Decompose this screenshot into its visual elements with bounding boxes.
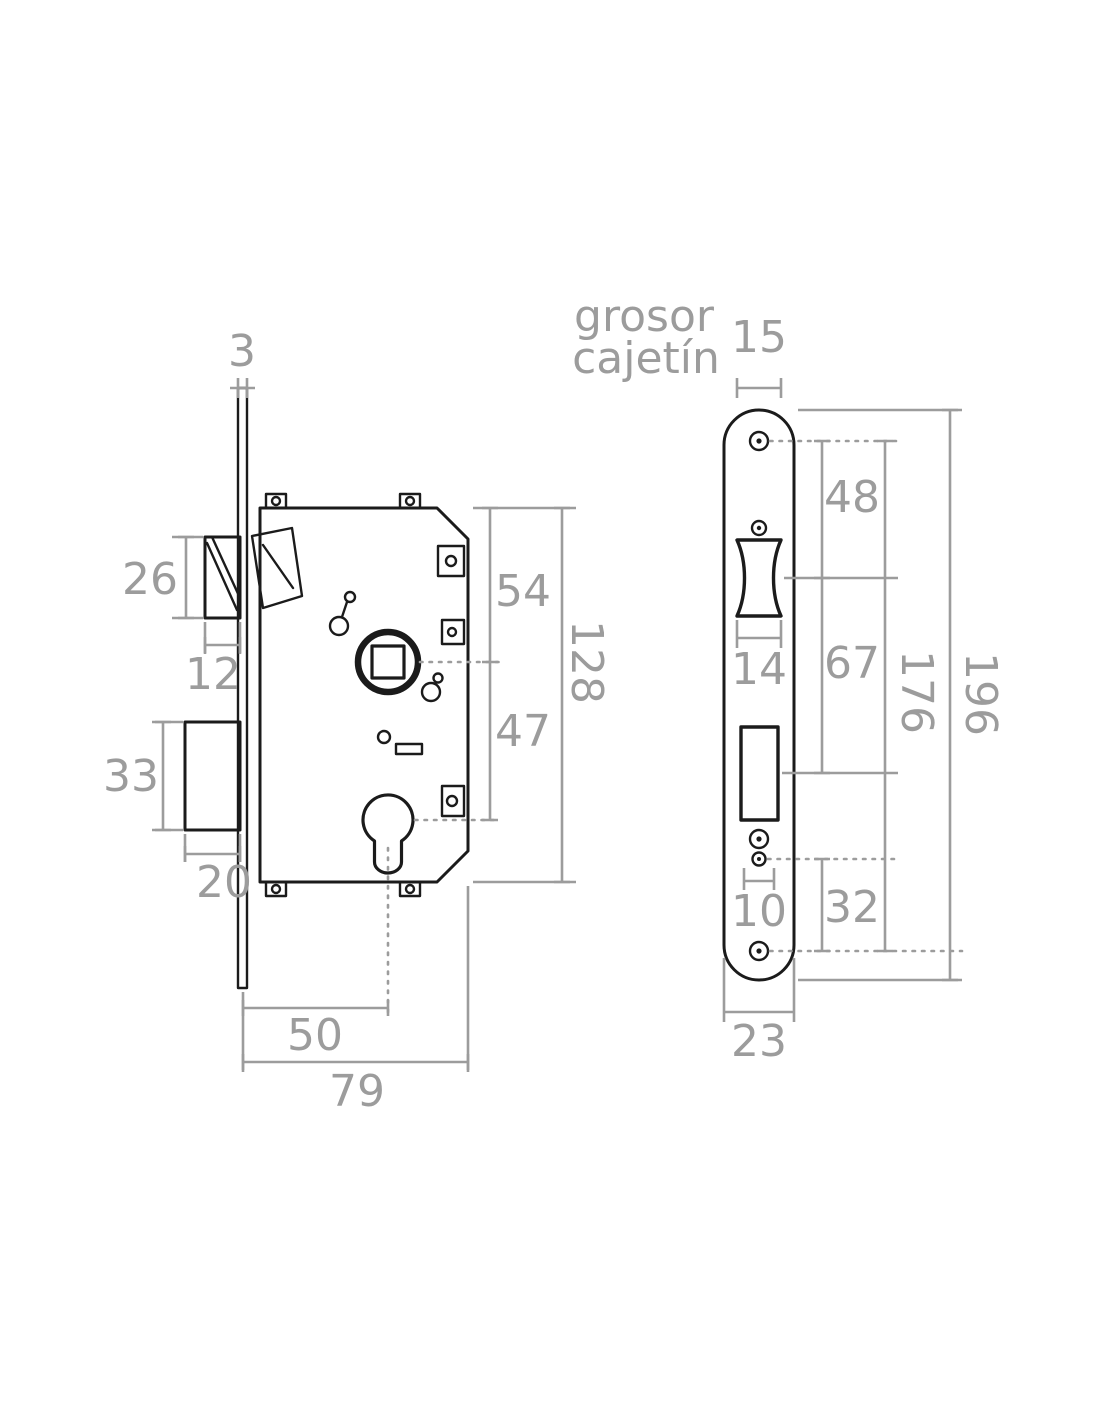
lock-case-outline bbox=[258, 506, 470, 884]
side-view: 3 bbox=[103, 326, 612, 1117]
dim-faceplate-thickness-marks bbox=[230, 378, 255, 398]
dim-label-case-height: 128 bbox=[561, 620, 612, 704]
screw-hole-center bbox=[757, 857, 761, 861]
tab-hole bbox=[404, 495, 416, 507]
deadbolt-opening bbox=[739, 725, 780, 822]
dim-label-case-thickness: 15 bbox=[731, 312, 787, 363]
spring-pin bbox=[343, 590, 357, 604]
case-tab bbox=[398, 492, 422, 510]
dim-33-line bbox=[155, 720, 171, 832]
faceplate-front bbox=[722, 408, 796, 982]
screw-hole-small bbox=[750, 519, 768, 537]
screw-hole-top bbox=[748, 430, 770, 452]
annotation-grosor: grosor bbox=[574, 291, 715, 342]
dim-label-deadbolt-projection: 20 bbox=[196, 857, 252, 908]
spindle-square-hole bbox=[370, 644, 406, 680]
dim-54-47-line bbox=[482, 506, 498, 822]
annotation-cajetin: cajetín bbox=[572, 333, 720, 384]
dim-15-line bbox=[735, 378, 783, 398]
dim-label-backset: 50 bbox=[287, 1010, 343, 1061]
latch-opening bbox=[735, 538, 783, 618]
screw-hole-center bbox=[756, 836, 762, 842]
dim-bottom-extensions bbox=[241, 886, 470, 1072]
screw-hole-center bbox=[756, 525, 762, 531]
screw-hole-lower-small bbox=[751, 851, 767, 867]
dim-23-line bbox=[722, 958, 796, 1022]
dim-176-line bbox=[877, 439, 893, 953]
mechanism-pin bbox=[432, 672, 444, 684]
dim-label-follower-to-cylinder: 47 bbox=[495, 706, 551, 757]
dim-10-line bbox=[742, 868, 776, 890]
case-tab bbox=[398, 880, 422, 898]
boss-hole bbox=[444, 554, 458, 568]
latch-bevel-lines bbox=[205, 535, 242, 612]
mechanism-plate bbox=[394, 742, 424, 756]
dim-label-faceplate-width: 23 bbox=[731, 1016, 787, 1067]
dim-label-faceplate-length: 196 bbox=[955, 652, 1006, 736]
screw-hole-bottom bbox=[748, 940, 770, 962]
dim-14-line bbox=[735, 620, 783, 648]
dim-label-case-depth: 79 bbox=[329, 1066, 385, 1117]
case-tab bbox=[264, 492, 288, 510]
spring-pin bbox=[328, 615, 350, 637]
euro-cylinder-profile bbox=[361, 793, 415, 875]
dim-label-faceplate-thickness: 3 bbox=[228, 326, 256, 377]
screw-hole-center bbox=[756, 948, 762, 954]
boss-hole bbox=[445, 794, 459, 808]
dim-label-latch-to-deadbolt: 67 bbox=[824, 638, 880, 689]
tab-hole bbox=[270, 883, 282, 895]
latch-bolt bbox=[203, 535, 242, 620]
dim-label-lower-holes-width: 10 bbox=[731, 886, 787, 937]
case-boss bbox=[440, 784, 466, 818]
dim-label-top-to-follower: 54 bbox=[495, 566, 551, 617]
tab-hole bbox=[404, 883, 416, 895]
boss-hole bbox=[446, 626, 458, 638]
dim-label-deadbolt-height: 33 bbox=[103, 751, 159, 802]
dim-label-lower-to-screw: 32 bbox=[824, 882, 880, 933]
mechanism-pin bbox=[420, 681, 442, 703]
case-boss bbox=[436, 544, 466, 578]
tab-hole bbox=[270, 495, 282, 507]
dim-label-screw-spacing: 176 bbox=[891, 650, 942, 734]
mechanism-pin bbox=[376, 729, 392, 745]
case-boss bbox=[440, 618, 466, 646]
screw-hole-center bbox=[756, 438, 762, 444]
deadbolt bbox=[183, 720, 242, 832]
dim-label-latch-projection: 12 bbox=[185, 649, 241, 700]
dim-196-extensions bbox=[798, 408, 962, 982]
dim-128-line bbox=[554, 506, 570, 884]
dim-67-line bbox=[814, 578, 830, 775]
spring-link bbox=[340, 600, 349, 619]
dim-20-line bbox=[183, 846, 242, 862]
dim-label-latch-height: 26 bbox=[122, 554, 178, 605]
dim-right-extensions bbox=[473, 506, 576, 884]
dim-26-line bbox=[178, 535, 194, 620]
case-tab bbox=[264, 880, 288, 898]
front-view: grosor cajetín 15 14 48 67 bbox=[572, 291, 1006, 1067]
screw-hole-lower bbox=[748, 828, 770, 850]
dim-79-line bbox=[241, 1054, 470, 1070]
dim-label-latch-width: 14 bbox=[731, 644, 787, 695]
dim-196-line bbox=[942, 408, 958, 982]
dim-50-line bbox=[241, 1000, 390, 1016]
dim-12-line bbox=[203, 637, 242, 653]
latch-tail bbox=[250, 526, 304, 610]
follower-hub bbox=[354, 628, 422, 696]
dim-label-screw-to-latch: 48 bbox=[824, 472, 880, 523]
